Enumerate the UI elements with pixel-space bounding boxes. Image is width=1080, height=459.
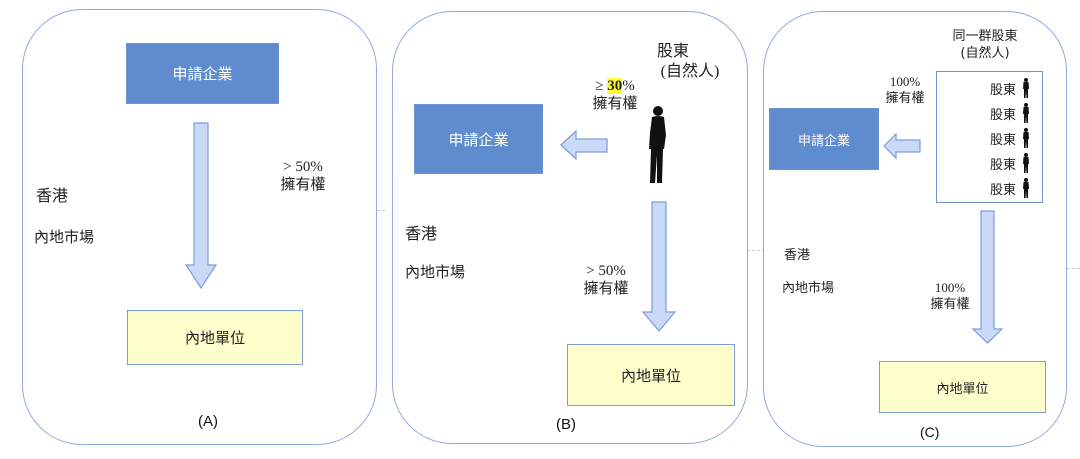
ownership-prefix: ≥ bbox=[595, 78, 608, 94]
shareholder-label: 股東 bbox=[989, 82, 1016, 98]
ownership-pct: 100% bbox=[934, 280, 966, 295]
shareholder-row: 股東 bbox=[960, 78, 1030, 98]
region-hk-b: 香港 bbox=[405, 224, 438, 243]
shareholder-title: 股東 bbox=[657, 43, 690, 60]
ownership-text: 擁有權 bbox=[280, 177, 326, 193]
left-arrow-icon bbox=[560, 129, 608, 161]
shareholder-heading-b: 股東 (自然人) bbox=[645, 42, 735, 82]
person-silhouette-icon bbox=[1023, 153, 1029, 173]
ownership-label-c-left: 100% 擁有權 bbox=[880, 74, 930, 106]
ownership-label-c-down: 100% 擁有權 bbox=[924, 280, 976, 312]
applicant-company-label: 申請企業 bbox=[797, 133, 850, 149]
shareholder-row: 股東 bbox=[960, 153, 1030, 173]
ownership-text: 擁有權 bbox=[583, 281, 629, 297]
mainland-entity-box-a: 內地單位 bbox=[127, 310, 303, 365]
ownership-label-b-down: > 50% 擁有權 bbox=[576, 262, 636, 298]
mainland-entity-label: 內地單位 bbox=[936, 381, 989, 397]
person-silhouette-icon bbox=[1023, 103, 1029, 123]
applicant-company-box-b: 申請企業 bbox=[414, 104, 543, 174]
panel-caption-c: (C) bbox=[920, 424, 940, 440]
ownership-text: 擁有權 bbox=[592, 96, 638, 112]
ownership-label-b-left: ≥ 30% 擁有權 bbox=[585, 77, 645, 113]
shareholder-label: 股東 bbox=[989, 182, 1016, 198]
ownership-pct: 100% bbox=[889, 74, 921, 89]
shareholder-row: 股東 bbox=[960, 178, 1030, 198]
applicant-company-box-a: 申請企業 bbox=[126, 43, 279, 104]
ownership-pct-highlight: 30 bbox=[607, 78, 623, 94]
region-mainland-a: 內地市場 bbox=[34, 228, 95, 246]
down-arrow-icon bbox=[971, 210, 1004, 344]
mainland-entity-box-b: 內地單位 bbox=[567, 344, 735, 406]
ownership-text: 擁有權 bbox=[885, 90, 925, 105]
ownership-suffix: % bbox=[622, 78, 635, 94]
region-hk-c: 香港 bbox=[784, 248, 811, 263]
mainland-entity-box-c: 內地單位 bbox=[879, 361, 1046, 413]
region-mainland-b: 內地市場 bbox=[405, 263, 466, 281]
mainland-entity-label: 內地單位 bbox=[184, 329, 245, 347]
shareholder-title: 同一群股東 bbox=[952, 29, 1018, 44]
shareholder-row: 股東 bbox=[960, 103, 1030, 123]
down-arrow-icon bbox=[641, 201, 677, 332]
left-arrow-icon bbox=[883, 132, 921, 160]
applicant-company-label: 申請企業 bbox=[448, 130, 509, 149]
shareholder-row: 股東 bbox=[960, 128, 1030, 148]
person-silhouette-icon bbox=[1023, 78, 1029, 98]
person-silhouette-icon bbox=[649, 106, 666, 183]
applicant-company-box-c: 申請企業 bbox=[769, 108, 879, 170]
panel-caption-b: (B) bbox=[556, 416, 576, 433]
region-mainland-c: 內地市場 bbox=[782, 281, 835, 296]
applicant-company-label: 申請企業 bbox=[172, 65, 233, 83]
mainland-entity-label: 內地單位 bbox=[620, 366, 681, 385]
shareholder-sub: (自然人) bbox=[960, 46, 1010, 61]
shareholder-sub: (自然人) bbox=[660, 63, 720, 80]
ownership-text: 擁有權 bbox=[930, 296, 970, 311]
ownership-pct: > 50% bbox=[586, 263, 626, 279]
person-silhouette-icon bbox=[1023, 128, 1029, 148]
shareholder-label: 股東 bbox=[989, 107, 1016, 123]
shareholder-label: 股東 bbox=[989, 157, 1016, 173]
shareholder-heading-c: 同一群股東 (自然人) bbox=[945, 28, 1025, 62]
person-silhouette-icon bbox=[1023, 178, 1029, 198]
panel-caption-a: (A) bbox=[198, 413, 218, 430]
shareholder-label: 股東 bbox=[989, 132, 1016, 148]
ownership-label-a: > 50% 擁有權 bbox=[272, 158, 334, 194]
region-hk-a: 香港 bbox=[36, 186, 69, 205]
ownership-pct: > 50% bbox=[283, 159, 323, 175]
down-arrow-icon bbox=[184, 122, 218, 290]
